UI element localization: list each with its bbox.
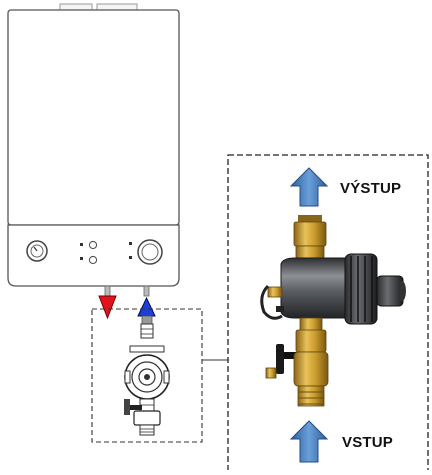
hot-water-connection <box>98 285 117 320</box>
boiler <box>7 3 180 287</box>
indicator-led-icon <box>88 255 98 265</box>
boiler-body <box>7 9 180 226</box>
boiler-control-panel <box>7 224 180 287</box>
inlet-label: VSTUP <box>342 434 394 451</box>
small-detail-frame <box>91 308 203 443</box>
outlet-label: VÝSTUP <box>340 180 402 197</box>
outlet-arrow-icon <box>289 167 329 207</box>
valve-handle <box>276 352 304 359</box>
hot-flow-arrow-icon <box>98 295 117 320</box>
magnetic-filter-drawing <box>260 215 406 407</box>
small-valve-handle <box>124 405 142 410</box>
cold-water-connection <box>137 285 156 325</box>
panel-mark <box>80 257 83 260</box>
gauge-needle <box>33 246 38 252</box>
panel-mark <box>129 242 132 245</box>
small-filter-drawing <box>124 323 170 436</box>
panel-mark <box>80 243 83 246</box>
control-knob-inner <box>141 243 159 261</box>
indicator-led-icon <box>88 240 98 250</box>
cold-flow-arrow-icon <box>137 296 156 317</box>
inlet-arrow-icon <box>289 420 329 463</box>
panel-mark <box>129 256 132 259</box>
